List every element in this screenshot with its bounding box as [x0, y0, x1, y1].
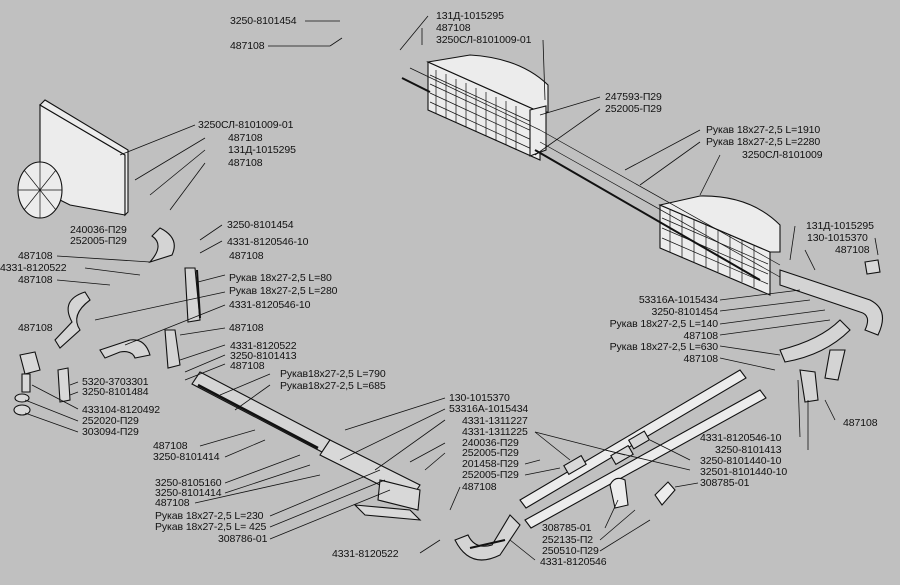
label-l-clamp-c: 487108 — [18, 322, 53, 334]
label-hose-230: Рукав 18x27-2,5 L=230 — [155, 510, 264, 522]
label-r-hose-10: 4331-8120546-10 — [700, 432, 782, 444]
label-b-tee-b: 3250-8101414 — [155, 487, 222, 499]
label-m-clamp: 487108 — [462, 481, 497, 493]
label-c-clamp-c: 487108 — [230, 360, 265, 372]
label-b-clamp-a: 487108 — [153, 440, 188, 452]
label-c-clamp-b: 487108 — [229, 322, 264, 334]
label-left-clamp1: 487108 — [228, 132, 263, 144]
label-r-elbow: 3250-8101454 — [651, 306, 718, 318]
label-r-bracket: 308785-01 — [700, 477, 750, 489]
label-l-clamp-a: 487108 — [18, 250, 53, 262]
label-top-washer: 252005-П29 — [605, 103, 662, 115]
label-hose-630: Рукав 18x27-2,5 L=630 — [609, 341, 719, 353]
label-hose-280: Рукав 18x27-2,5 L=280 — [229, 285, 338, 297]
label-m-1311225: 4331-1311225 — [462, 426, 528, 438]
label-m-washer3: 252135-П2 — [542, 534, 594, 546]
label-top-left-elbow: 3250-8101454 — [230, 15, 297, 27]
label-c-clamp-a: 487108 — [229, 250, 264, 262]
label-r-53316: 53316А-1015434 — [638, 294, 718, 306]
label-left-tube: 131Д-1015295 — [228, 144, 296, 156]
label-hose-685: Рукав18x27-2,5 L=685 — [280, 380, 386, 392]
top-heater — [426, 54, 549, 161]
label-b-clamp-b: 487108 — [155, 497, 190, 509]
label-c-tee: 3250-8101413 — [230, 350, 297, 362]
label-l-pipe-a: 4331-8120522 — [0, 262, 67, 274]
label-r-clamp: 487108 — [835, 244, 870, 256]
label-top-clamp2: 487108 — [436, 22, 471, 34]
label-m-bolt: 201458-П29 — [462, 458, 519, 470]
label-b-8105160: 3250-8105160 — [155, 477, 222, 489]
label-bot-pipe: 4331-8120522 — [332, 548, 399, 560]
label-hose-2280: Рукав 18x27-2,5 L=2280 — [706, 136, 821, 148]
label-washer-252020: 252020-П29 — [82, 415, 139, 427]
label-r-tee: 3250-8101413 — [715, 444, 782, 456]
label-hose-140: Рукав 18x27-2,5 L=140 — [609, 318, 719, 330]
label-right-heater: 3250СЛ-8101009 — [742, 149, 823, 161]
label-top-tube: 131Д-1015295 — [436, 10, 504, 22]
label-hose-790: Рукав18x27-2,5 L=790 — [280, 368, 386, 380]
label-m-hose: 4331-8120546 — [540, 556, 607, 568]
label-m-bracket: 308785-01 — [542, 522, 592, 534]
label-left-hose-10: 4331-8120546-10 — [227, 236, 309, 248]
label-hose-425: Рукав 18x27-2,5 L= 425 — [155, 521, 267, 533]
long-hoses — [401, 67, 781, 281]
label-left-clamp2: 487108 — [228, 157, 263, 169]
label-c-pipe: 4331-8120522 — [230, 340, 297, 352]
label-left-heater: 3250СЛ-8101009-01 — [198, 119, 294, 131]
label-m-washer2: 252005-П29 — [462, 469, 519, 481]
label-r-tube: 131Д-1015295 — [806, 220, 874, 232]
label-top-clamp: 487108 — [230, 40, 265, 52]
label-c-hose-10: 4331-8120546-10 — [229, 299, 311, 311]
leader-line-group — [24, 15, 879, 561]
label-top-heater: 3250СЛ-8101009-01 — [436, 34, 532, 46]
label-top-screw: 247593-П29 — [605, 91, 662, 103]
label-b-tee-a: 3250-8101414 — [153, 451, 220, 463]
label-m-washer: 252005-П29 — [462, 447, 519, 459]
label-left-washer: 252005-П29 — [70, 235, 127, 247]
right-hoses — [779, 259, 884, 403]
label-tee-3250: 3250-8101484 — [82, 386, 149, 398]
label-hose-80: Рукав 18x27-2,5 L=80 — [229, 272, 332, 284]
label-r-clamp2: 487108 — [683, 330, 719, 342]
label-r-clamp4: 487108 — [843, 417, 878, 429]
label-m-tap: 130-1015370 — [449, 392, 510, 404]
label-r-pipe-b: 32501-8101440-10 — [700, 466, 788, 478]
bottom-assembly — [319, 369, 767, 561]
label-m-53316: 53316А-1015434 — [449, 403, 529, 415]
label-r-tap: 130-1015370 — [807, 232, 868, 244]
label-r-pipe-a: 3250-8101440-10 — [700, 455, 782, 467]
label-m-nut: 250510-П29 — [542, 545, 599, 557]
label-nut-303094: 303094-П29 — [82, 426, 139, 438]
label-l-clamp-b: 487108 — [18, 274, 53, 286]
right-heater — [658, 195, 781, 296]
label-bracket-308786: 308786-01 — [218, 533, 268, 545]
label-left-elbow: 3250-8101454 — [227, 219, 294, 231]
left-heater — [17, 99, 129, 219]
label-fitting: 433104-8120492 — [82, 404, 161, 416]
label-m-1311227: 4331-1311227 — [462, 415, 528, 427]
label-tap-5320: 5320-3703301 — [82, 376, 149, 388]
label-r-clamp3: 487108 — [683, 353, 719, 365]
label-left-screw: 240036-П29 — [70, 224, 127, 236]
label-hose-1910: Рукав 18x27-2,5 L=1910 — [706, 124, 821, 136]
label-m-screw: 240036-П29 — [462, 437, 519, 449]
